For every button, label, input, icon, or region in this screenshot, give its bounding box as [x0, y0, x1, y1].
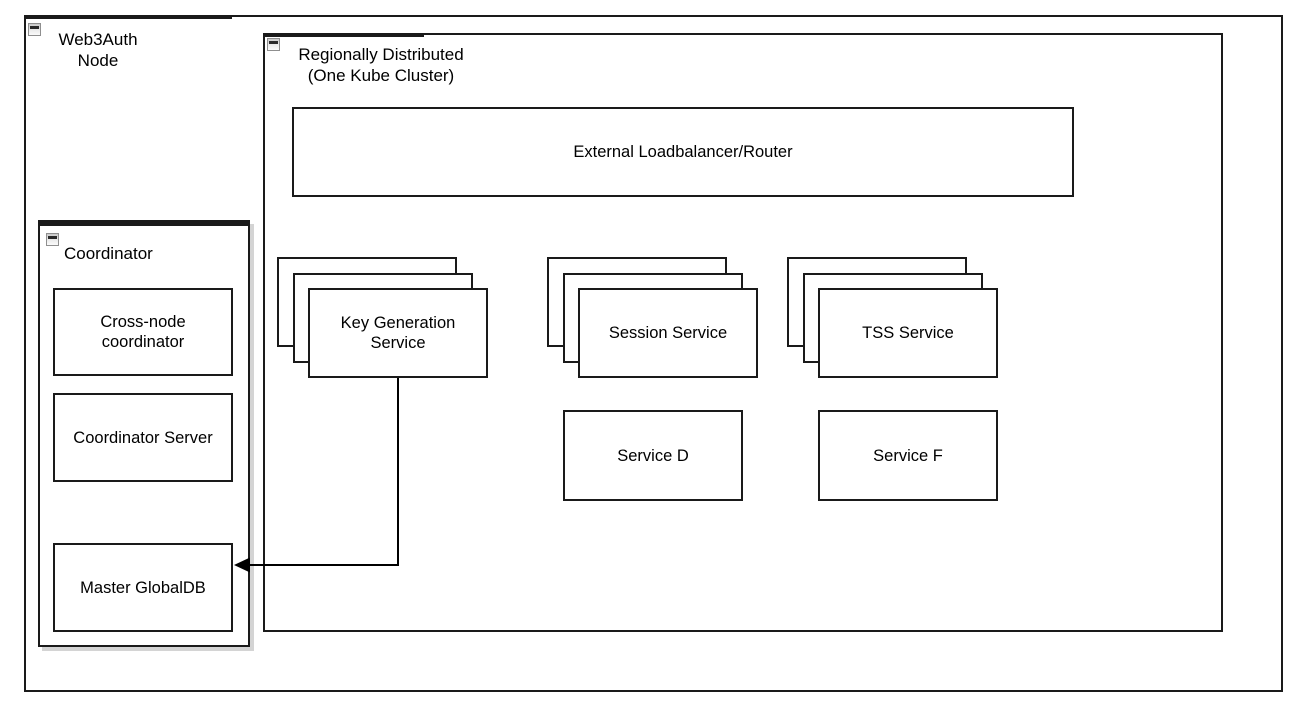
group-label-web3auth-node: Web3Auth Node	[58, 30, 138, 70]
group-regional-tab-line	[263, 35, 424, 37]
group-label-regionally-distributed: Regionally Distributed (One Kube Cluster…	[298, 45, 464, 85]
node-key-generation-service: Key Generation Service	[308, 288, 488, 378]
node-master-globaldb: Master GlobalDB	[53, 543, 233, 632]
node-service-f: Service F	[818, 410, 998, 501]
node-service-d: Service D	[563, 410, 743, 501]
node-cross-node-coordinator: Cross-node coordinator	[53, 288, 233, 376]
node-external-loadbalancer: External Loadbalancer/Router	[292, 107, 1074, 197]
group-web3auth-tab-line	[24, 17, 232, 19]
collapse-minus-icon[interactable]	[267, 38, 280, 51]
node-session-service: Session Service	[578, 288, 758, 378]
node-tss-service: TSS Service	[818, 288, 998, 378]
group-label-coordinator: Coordinator	[64, 244, 153, 263]
collapse-minus-icon[interactable]	[46, 233, 59, 246]
collapse-minus-icon[interactable]	[28, 23, 41, 36]
node-coordinator-server: Coordinator Server	[53, 393, 233, 482]
